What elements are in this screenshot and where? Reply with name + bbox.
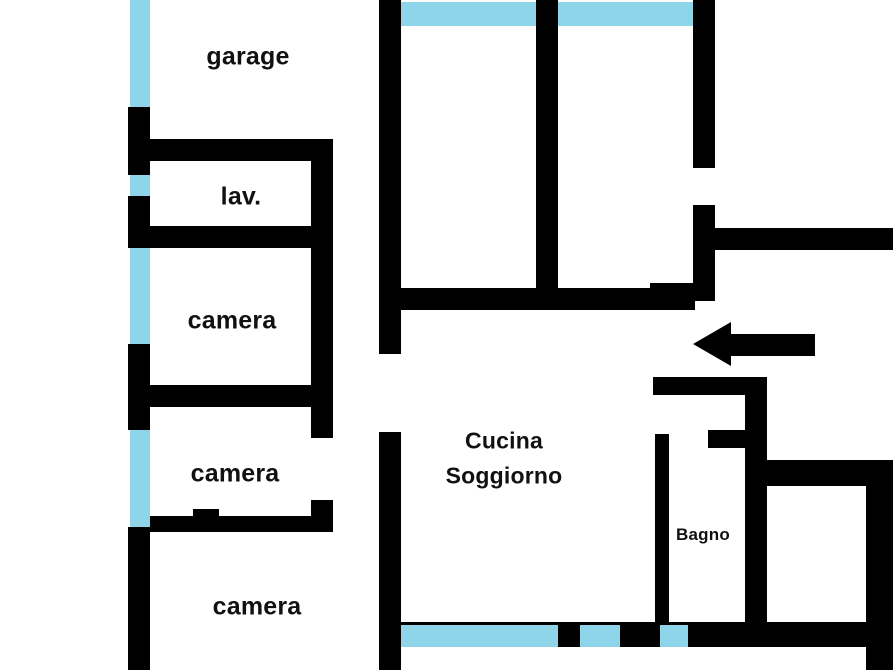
room-label-garage: garage	[206, 42, 290, 71]
wall-segment	[379, 288, 695, 310]
wall-segment	[140, 516, 333, 532]
wall-segment	[379, 432, 401, 670]
wall-segment	[311, 500, 333, 532]
room-label-camera-1: camera	[187, 306, 277, 335]
room-label-cucina-soggiorno: Cucina	[465, 427, 543, 454]
wall-segment	[311, 246, 333, 348]
wall-segment	[653, 377, 763, 395]
wall-segment	[128, 139, 333, 161]
window-segment	[130, 248, 150, 344]
wall-segment	[693, 0, 715, 168]
wall-segment	[650, 283, 715, 301]
window-segment	[401, 625, 558, 647]
window-segment	[558, 2, 693, 26]
window-segment	[130, 175, 150, 196]
wall-segment	[150, 226, 333, 248]
room-label-lavanderia: lav.	[220, 182, 262, 211]
room-label-camera-3: camera	[212, 592, 302, 621]
window-segment	[580, 625, 620, 647]
room-label-camera-2: camera	[190, 459, 280, 488]
room-label-bagno: Bagno	[676, 525, 730, 544]
wall-segment	[311, 340, 333, 438]
entrance-arrow-icon	[693, 320, 815, 368]
room-label-cucina-soggiorno2: Soggiorno	[445, 462, 563, 489]
window-segment	[401, 2, 536, 26]
wall-segment	[693, 228, 893, 250]
wall-segment	[655, 434, 669, 634]
wall-segment	[379, 288, 401, 354]
wall-segment	[128, 527, 150, 670]
window-segment	[130, 0, 150, 107]
wall-segment	[311, 161, 333, 247]
wall-segment	[379, 0, 401, 300]
wall-segment	[128, 385, 333, 407]
wall-segment	[193, 509, 219, 521]
window-segment	[660, 625, 688, 647]
window-segment	[130, 430, 150, 527]
wall-segment	[536, 0, 558, 300]
